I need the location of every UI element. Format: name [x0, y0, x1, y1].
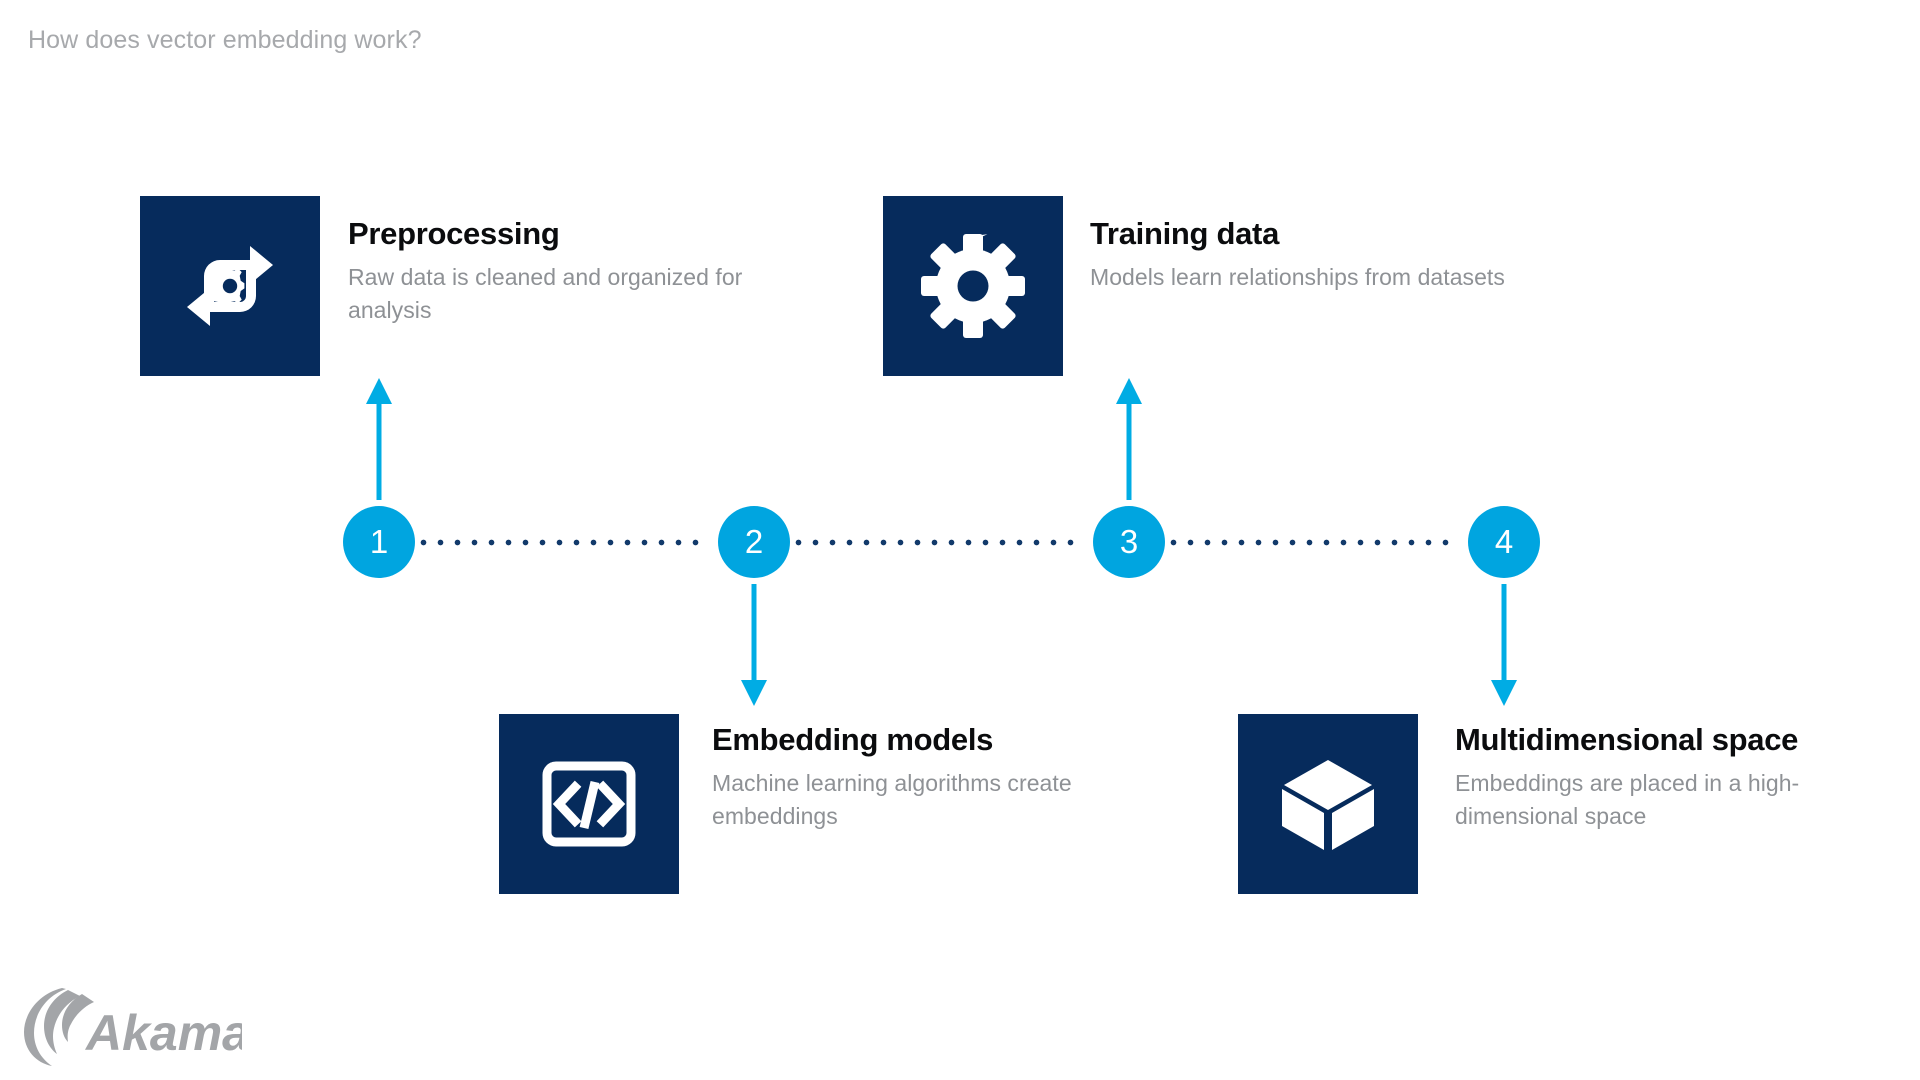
connector-1-2 — [415, 539, 708, 546]
multidimensional-space-icon-box — [1238, 714, 1418, 894]
training-data-icon-box — [883, 196, 1063, 376]
page-title: How does vector embedding work? — [28, 26, 422, 54]
step-title: Embedding models — [712, 722, 994, 757]
preprocessing-text-block: Preprocessing Raw data is cleaned and or… — [348, 216, 768, 327]
embedding-models-text-block: Embedding models Machine learning algori… — [712, 722, 1112, 833]
arrow-down-step-4 — [1491, 584, 1517, 706]
akamai-wordmark: Akamai — [84, 1005, 242, 1061]
step-description: Models learn relationships from datasets — [1090, 264, 1505, 291]
timeline-node-2[interactable]: 2 — [718, 506, 790, 578]
code-brackets-icon — [537, 752, 641, 856]
step-title: Training data — [1090, 216, 1280, 251]
step-title: Preprocessing — [348, 216, 560, 251]
node-number: 4 — [1494, 522, 1514, 560]
timeline-node-3[interactable]: 3 — [1093, 506, 1165, 578]
node-number: 2 — [744, 522, 764, 560]
timeline-node-4[interactable]: 4 — [1468, 506, 1540, 578]
gear-icon — [917, 230, 1029, 342]
step-title: Multidimensional space — [1455, 722, 1799, 757]
step-description: Machine learning algorithms create embed… — [712, 770, 1072, 829]
node-number: 3 — [1119, 522, 1139, 560]
cube-3d-icon — [1276, 752, 1380, 856]
arrow-up-step-1 — [366, 378, 392, 500]
training-data-text-block: Training data Models learn relationships… — [1090, 216, 1510, 294]
step-description: Raw data is cleaned and organized for an… — [348, 264, 743, 323]
connector-2-3 — [790, 539, 1083, 546]
arrow-down-step-2 — [741, 584, 767, 706]
sync-gear-icon — [178, 234, 282, 338]
timeline-node-1[interactable]: 1 — [343, 506, 415, 578]
akamai-logo: Akamai — [22, 984, 265, 1068]
connector-3-4 — [1165, 539, 1458, 546]
node-number: 1 — [369, 522, 389, 560]
step-description: Embeddings are placed in a high-dimensio… — [1455, 770, 1800, 829]
multidimensional-space-text-block: Multidimensional space Embeddings are pl… — [1455, 722, 1855, 833]
embedding-models-icon-box — [499, 714, 679, 894]
preprocessing-icon-box — [140, 196, 320, 376]
arrow-up-step-3 — [1116, 378, 1142, 500]
